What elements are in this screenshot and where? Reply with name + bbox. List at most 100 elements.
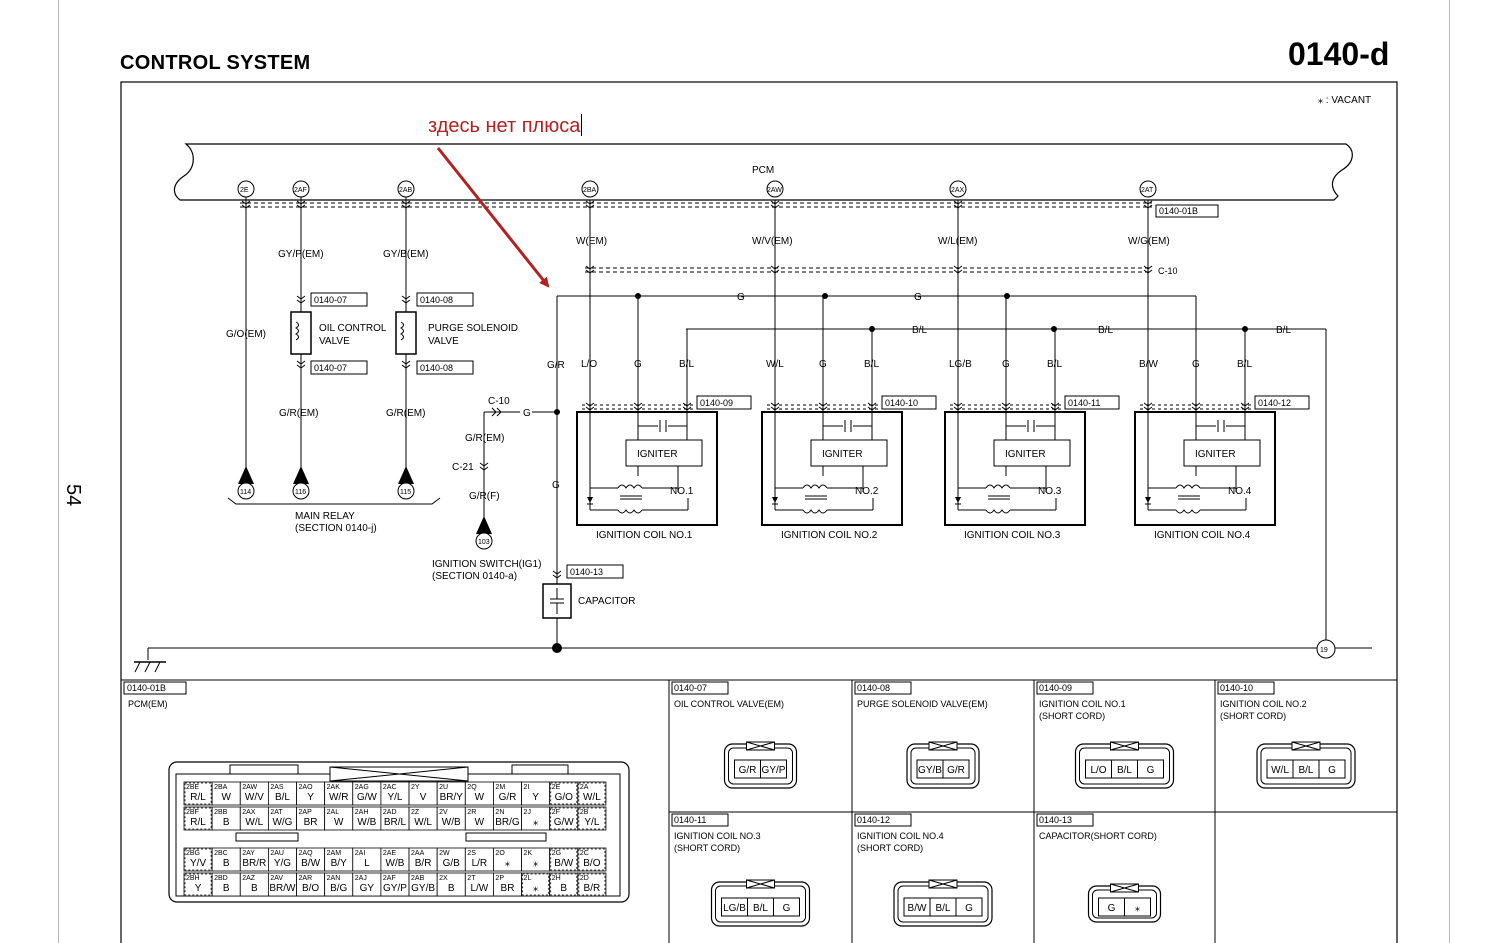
pcm-pin: 2RW xyxy=(464,806,494,831)
pcm-pin-id: 2BG xyxy=(186,850,200,857)
coil-title: IGNITION COIL NO.3 xyxy=(964,530,1061,541)
pcm-pin-id: 2Y xyxy=(411,784,420,791)
pcm-pin-id: 2L xyxy=(524,875,532,882)
pcm-pin-wire: V xyxy=(420,792,427,803)
pcm-connector-face: 2BER/L2BAW2AWW/V2ASB/L2AOY2AKW/R2AGG/W2A… xyxy=(168,761,630,903)
pcm-pin-id: 2AO xyxy=(299,784,314,791)
terminal-2AB: 2AB xyxy=(399,187,413,194)
pcm-pin-wire: GY xyxy=(360,883,375,894)
oil-control-valve-symbol xyxy=(290,311,312,355)
pcm-pin-wire: B/L xyxy=(275,792,290,803)
coil-ref: 0140-09 xyxy=(700,398,733,408)
pcm-pin: 2QW xyxy=(464,781,494,806)
pcm-pin-wire: W/B xyxy=(442,817,461,828)
pcm-pin-wire: BR xyxy=(501,883,515,894)
wire-purge-low: G/R(EM) xyxy=(386,408,425,419)
coil-title: IGNITION COIL NO.2 xyxy=(781,530,878,541)
pcm-pin-wire: W xyxy=(475,792,485,803)
pcm-pin-id: 2D xyxy=(580,875,589,882)
pcm-pin-id: 2AH xyxy=(355,809,369,816)
ground-115: 115 xyxy=(400,489,411,496)
bus-g-1: G xyxy=(737,292,745,303)
wire-2AB: GY/B(EM) xyxy=(383,249,429,260)
coil-pin-label: W/L xyxy=(766,359,784,370)
pcm-pin-id: 2AP xyxy=(299,809,313,816)
pcm-pin-id: 2BD xyxy=(214,875,228,882)
connector-cell-ref: 0140-11 xyxy=(674,815,706,825)
connector-pin: ⁎ xyxy=(1135,903,1140,914)
pcm-pin-id: 2P xyxy=(495,875,504,882)
coil-pin-label: B/W xyxy=(1139,359,1158,370)
purge-name-2: VALVE xyxy=(428,336,459,347)
pcm-pin-wire: Y/G xyxy=(274,858,291,869)
pcm-pin-wire: ⁎ xyxy=(533,858,538,869)
pcm-pin-id: 2AR xyxy=(299,875,313,882)
igniter-label: IGNITER xyxy=(1195,449,1236,460)
coil-pin-label: G xyxy=(1002,359,1010,370)
wire-cap: G/R xyxy=(547,360,565,371)
pcm-pin-id: 2AU xyxy=(270,850,284,857)
pcm-pin-wire: B/W xyxy=(554,858,573,869)
vacant-note: ⁎ : VACANT xyxy=(1318,95,1372,106)
pcm-pin-wire: B xyxy=(223,817,230,828)
pcm-pin: 2XB xyxy=(436,872,466,897)
pcm-pin-id: 2BF xyxy=(186,809,199,816)
pcm-pin-id: 2BA xyxy=(214,784,228,791)
pcm-pin: 2J⁎ xyxy=(521,806,551,831)
connector-cell-title: IGNITION COIL NO.1 xyxy=(1039,699,1126,709)
pcm-pin: 2IY xyxy=(521,781,551,806)
pcm-pin: 2VW/B xyxy=(436,806,466,831)
pcm-pin-id: 2C xyxy=(580,850,589,857)
coil-ref: 0140-11 xyxy=(1068,398,1100,408)
pcm-pin-id: 2BH xyxy=(186,875,200,882)
coil-pin-label: B/L xyxy=(1047,359,1062,370)
pcm-pin-id: 2AK xyxy=(327,784,341,791)
ig-switch-2: (SECTION 0140-a) xyxy=(432,571,517,582)
pcm-pin-wire: B/W xyxy=(301,858,320,869)
capacitor-name: CAPACITOR xyxy=(578,596,635,607)
bus-bl-3: B/L xyxy=(1276,325,1291,336)
main-relay-1: MAIN RELAY xyxy=(295,511,355,522)
pcm-pin-wire: W/G xyxy=(272,817,292,828)
pcm-pin-wire: R/L xyxy=(190,817,206,828)
pcm-pin-wire: B xyxy=(223,858,230,869)
section-code: 0140-d xyxy=(1288,36,1390,72)
pcm-pin-id: 2K xyxy=(524,850,533,857)
connector-pin: G xyxy=(783,903,791,914)
connector-pin: GY/B xyxy=(918,765,942,776)
pcm-pin-id: 2BC xyxy=(214,850,228,857)
pcm-pin-wire: L/W xyxy=(470,883,488,894)
connector-cell-title: PURGE SOLENOID VALVE(EM) xyxy=(857,699,988,709)
pcm-pin-wire: BR/W xyxy=(269,883,296,894)
connector-pin: L/O xyxy=(1090,765,1106,776)
connector-cell-subtitle: (SHORT CORD) xyxy=(674,843,740,853)
ground-114: 114 xyxy=(240,489,251,496)
pcm-pin-wire: B xyxy=(560,883,567,894)
terminal-2AX: 2AX xyxy=(951,187,965,194)
pcm-pin-wire: Y xyxy=(532,792,539,803)
pcm-pin-id: 2R xyxy=(467,809,476,816)
pcm-pin-id: 2F xyxy=(552,809,560,816)
pcm-pin-id: 2O xyxy=(495,850,505,857)
pcm-pin-wire: W xyxy=(334,817,344,828)
coil-pin-label: LG/B xyxy=(949,359,972,370)
coil-ref: 0140-12 xyxy=(1258,398,1291,408)
c10-wire: G xyxy=(523,408,531,419)
pcm-pin-id: 2AG xyxy=(355,784,369,791)
pcm-pin-id: 2AC xyxy=(383,784,397,791)
pcm-pin-wire: B/Y xyxy=(331,858,347,869)
coil-pin-label: L/O xyxy=(581,359,597,370)
bus-g-2: G xyxy=(914,292,922,303)
